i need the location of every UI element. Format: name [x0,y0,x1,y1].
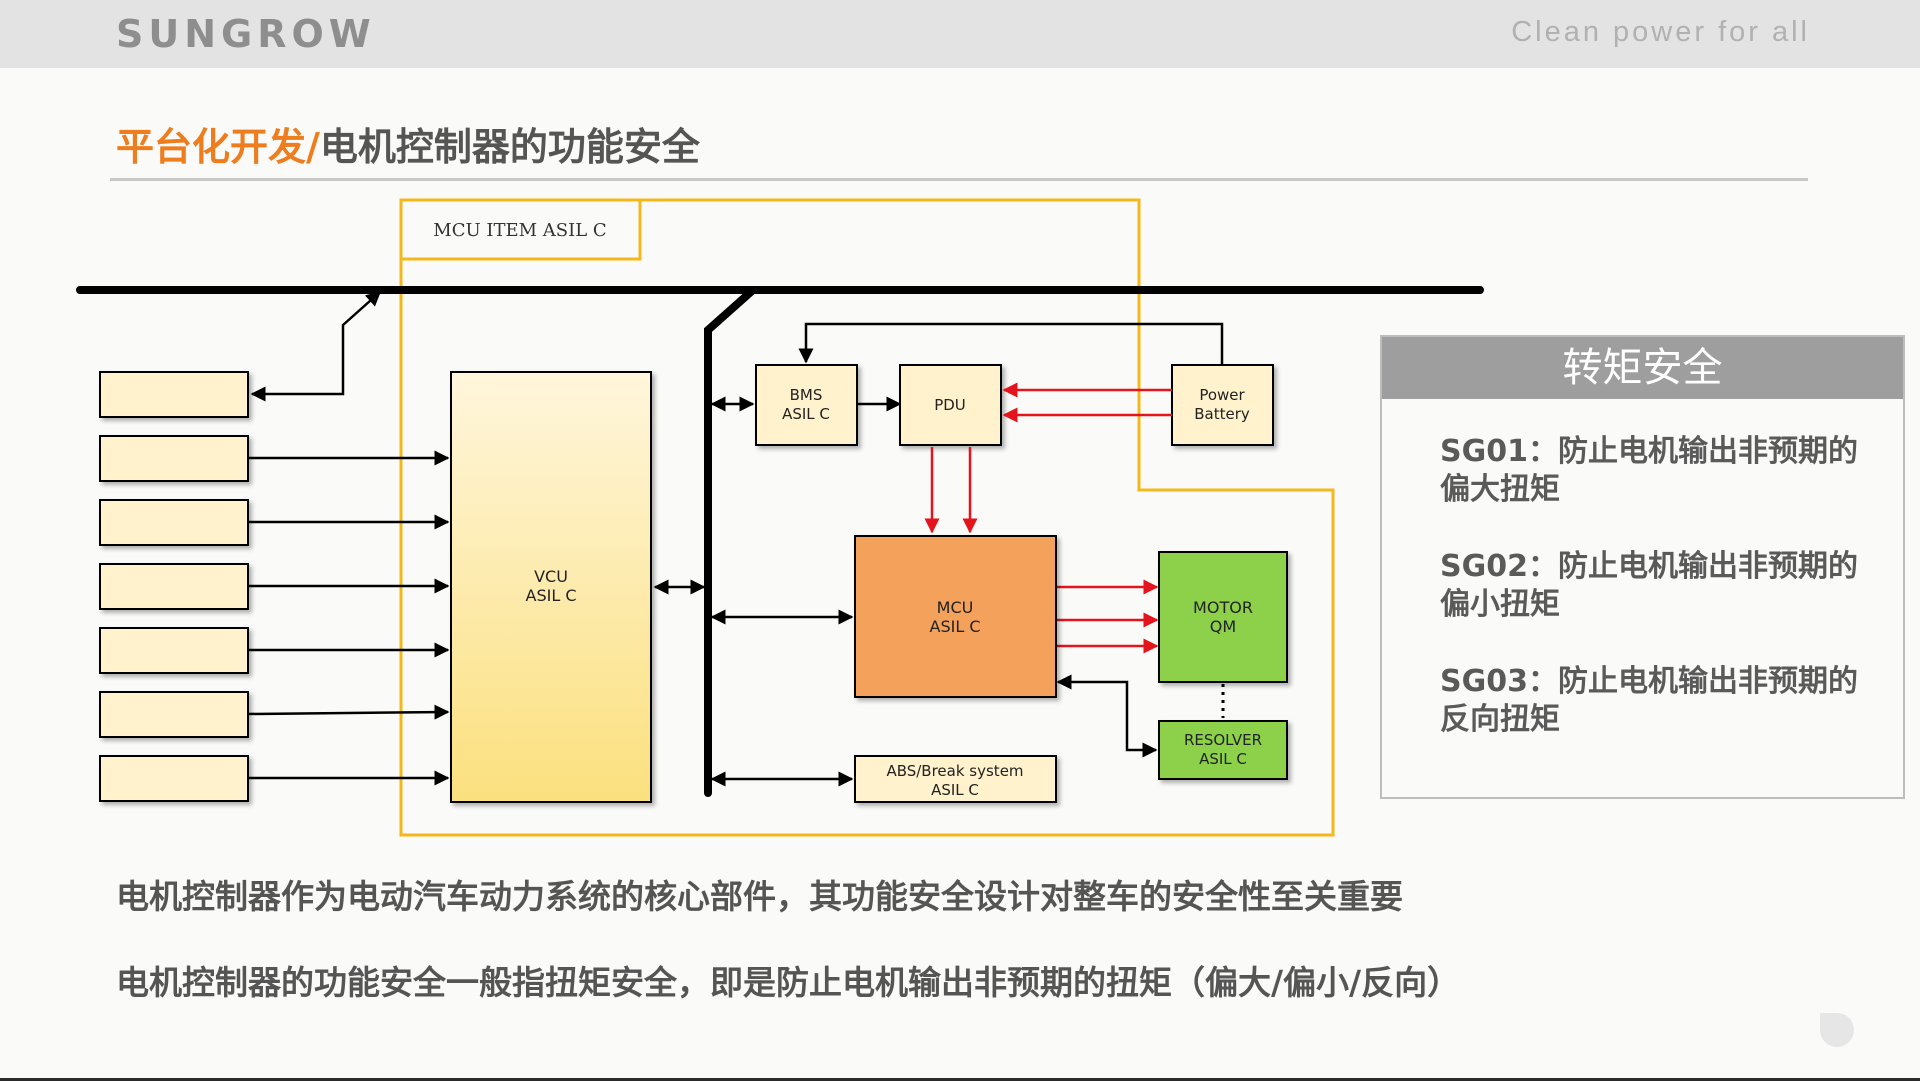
vcu-input-arrows [247,450,450,786]
item-label: MCU ITEM ASIL C [433,220,606,241]
svg-text:ASIL C: ASIL C [930,617,981,636]
safety-goal-sg01: SG01：防止电机输出非预期的 偏大扭矩 [1440,434,1858,507]
svg-text:Battery: Battery [1194,405,1250,423]
mcu-block: MCU ASIL C [854,535,1057,698]
bus-input-link [250,291,382,402]
pdu-block: PDU [899,364,1002,446]
input-box [99,563,249,610]
motor-block: MOTOR QM [1158,551,1288,683]
svg-text:VCU: VCU [534,567,568,586]
bottom-border [0,1078,1920,1081]
svg-text:ASIL C: ASIL C [1199,750,1247,768]
safety-goal-sg02: SG02：防止电机输出非预期的 偏小扭矩 [1440,549,1858,622]
svg-text:ABS/Break system: ABS/Break system [886,762,1023,780]
input-box [99,755,249,802]
svg-text:PDU: PDU [934,396,966,414]
body-paragraph-2: 电机控制器的功能安全一般指扭矩安全，即是防止电机输出非预期的扭矩（偏大/偏小/反… [116,963,1461,1002]
svg-text:ASIL C: ASIL C [931,781,979,799]
bms-block: BMS ASIL C [755,364,858,446]
svg-text:ASIL C: ASIL C [782,405,830,423]
header-bar: SUNGROW Clean power for all [0,0,1920,68]
svg-text:QM: QM [1210,617,1236,636]
mcu-resolver-link [1056,674,1158,758]
can-bus-branch [704,286,757,797]
abs-block: ABS/Break system ASIL C [854,755,1057,803]
page-corner-mark [1820,1013,1854,1047]
svg-text:BMS: BMS [790,386,823,404]
battery-bms-link [798,322,1224,365]
svg-text:ASIL C: ASIL C [526,586,577,605]
slogan: Clean power for all [1511,16,1810,48]
input-box [99,499,249,546]
input-box [99,691,249,738]
svg-text:Power: Power [1199,386,1245,404]
title-main: 电机控制器的功能安全 [319,125,700,169]
page-title: 平台化开发/电机控制器的功能安全 [116,116,700,171]
item-boundary: MCU ITEM ASIL C [399,198,1335,837]
torque-safety-panel: 转矩安全 SG01：防止电机输出非预期的 偏大扭矩 SG02：防止电机输出非预期… [1380,335,1905,799]
panel-heading: 转矩安全 [1382,337,1903,399]
power-arrows [924,382,1172,654]
svg-text:MOTOR: MOTOR [1193,598,1253,617]
title-divider [110,178,1808,181]
input-boxes [99,371,249,802]
svg-text:MCU: MCU [937,598,974,617]
title-highlight: 平台化开发/ [116,125,320,169]
body-paragraph-1: 电机控制器作为电动汽车动力系统的核心部件，其功能安全设计对整车的安全性至关重要 [116,877,1403,916]
svg-text:RESOLVER: RESOLVER [1184,731,1262,749]
sungrow-logo: SUNGROW [116,12,376,56]
safety-goal-sg03: SG03：防止电机输出非预期的 反向扭矩 [1440,664,1858,737]
input-box [99,371,249,418]
power-battery-block: Power Battery [1171,364,1274,446]
vcu-block: VCU ASIL C [450,371,652,803]
resolver-block: RESOLVER ASIL C [1158,720,1288,780]
input-box [99,435,249,482]
input-box [99,627,249,674]
